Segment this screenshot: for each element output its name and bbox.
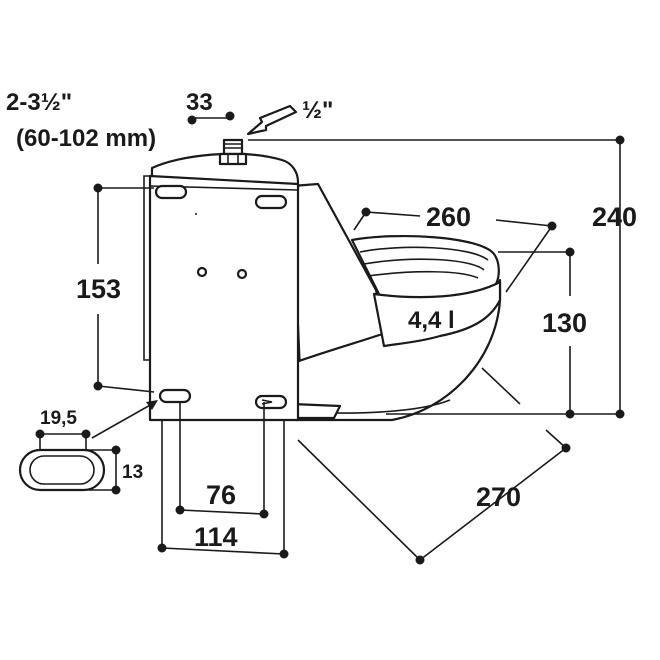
dimension-lines (35, 111, 625, 565)
pipe-size-inch-label: 2-3½" (6, 89, 72, 116)
bowl-body (290, 182, 502, 422)
inlet-offset-label: 33 (186, 89, 213, 116)
depth-label: 270 (476, 482, 521, 512)
bowl-width-label: 260 (426, 202, 471, 232)
plate-hole-left (196, 266, 208, 278)
slot-detail (18, 448, 106, 492)
bowl-height-label: 130 (542, 308, 587, 338)
slot-spacing-label: 153 (76, 274, 121, 304)
pipe-size-mm-label: (60-102 mm) (16, 125, 156, 152)
mounting-plate (143, 174, 300, 422)
mounting-slot-bottom-left (158, 388, 192, 404)
plate-width-label: 114 (194, 522, 238, 552)
hole-spacing-label: 76 (206, 480, 236, 510)
inlet-size-label: ½" (302, 97, 333, 124)
plate-mark (195, 213, 197, 215)
height-total-label: 240 (592, 202, 637, 232)
slot-width-label: 19,5 (40, 408, 77, 429)
inlet-fitting (218, 138, 248, 166)
slot-height-label: 13 (122, 462, 143, 483)
inlet-arrow-icon (246, 104, 298, 136)
mounting-slot-top-right (254, 194, 288, 210)
plate-hole-right (236, 268, 248, 280)
mounting-slot-top-left (154, 184, 188, 200)
mounting-slot-bottom-right (254, 394, 288, 410)
capacity-label: 4,4 l (408, 307, 455, 334)
